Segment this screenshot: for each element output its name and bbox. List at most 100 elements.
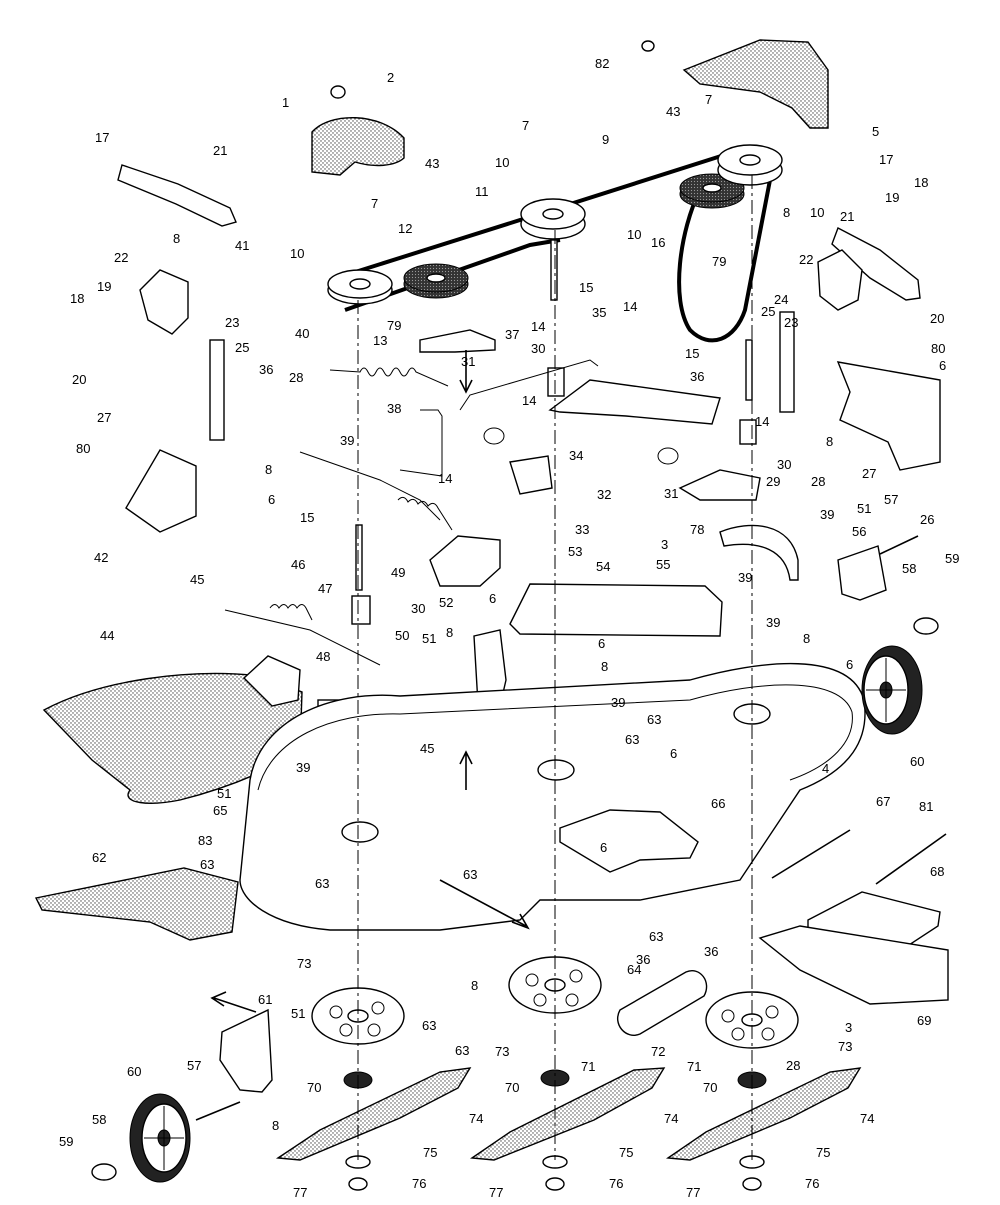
part-label: 25 — [761, 304, 775, 319]
arrow-left-icon — [210, 991, 257, 1013]
part-label: 14 — [623, 299, 637, 314]
part-label: 77 — [489, 1185, 503, 1200]
part-label: 48 — [316, 649, 330, 664]
spacer-30-center — [547, 367, 565, 397]
part-label: 10 — [290, 246, 304, 261]
idler-arm-13 — [419, 329, 496, 353]
part-label: 73 — [495, 1044, 509, 1059]
plate-22-right — [817, 249, 863, 311]
part-label: 55 — [656, 557, 670, 572]
part-label: 61 — [258, 992, 272, 1007]
bar-25-left — [209, 339, 225, 441]
part-label: 54 — [596, 559, 610, 574]
part-label: 36 — [259, 362, 273, 377]
part-label: 6 — [939, 358, 946, 373]
arrow-up-icon — [459, 750, 473, 790]
part-label: 19 — [885, 190, 899, 205]
part-label: 76 — [609, 1176, 623, 1191]
part-label: 14 — [438, 471, 452, 486]
part-label: 27 — [862, 466, 876, 481]
part-label: 10 — [495, 155, 509, 170]
part-label: 70 — [307, 1080, 321, 1095]
part-label: 63 — [625, 732, 639, 747]
bracket-56 — [837, 545, 887, 601]
part-label: 32 — [597, 487, 611, 502]
bracket-42-left — [125, 449, 197, 533]
spacer-30-right — [739, 419, 757, 445]
part-label: 1 — [282, 95, 289, 110]
part-label: 24 — [774, 292, 788, 307]
part-label: 39 — [738, 570, 752, 585]
mower-deck-83 — [239, 662, 866, 931]
spindle-15-left — [355, 524, 363, 591]
washer-59-right — [913, 617, 939, 635]
part-label: 82 — [595, 56, 609, 71]
part-label: 44 — [100, 628, 114, 643]
spindle-15-center — [550, 239, 558, 301]
rod-38 — [399, 409, 443, 477]
deck-top-rim — [257, 684, 853, 791]
idler-pulley-12 — [403, 263, 469, 299]
part-labels: 2 1 82 5 7 43 9 7 17 21 43 10 11 10 16 1… — [59, 56, 959, 1200]
part-label: 14 — [531, 319, 545, 334]
bracket-61 — [219, 1008, 273, 1093]
part-label: 6 — [846, 657, 853, 672]
part-label: 63 — [455, 1043, 469, 1058]
part-label: 5 — [872, 124, 879, 139]
spindle-hole-left — [341, 821, 379, 843]
part-label: 28 — [289, 370, 303, 385]
part-label: 21 — [213, 143, 227, 158]
part-label: 43 — [666, 104, 680, 119]
bar-25-right — [779, 311, 795, 413]
part-label: 14 — [755, 414, 769, 429]
part-label: 8 — [173, 231, 180, 246]
part-label: 56 — [852, 524, 866, 539]
part-label: 17 — [879, 152, 893, 167]
part-label: 75 — [816, 1145, 830, 1160]
part-label: 51 — [857, 501, 871, 516]
wheel-60-left — [129, 1093, 191, 1183]
part-label: 6 — [489, 591, 496, 606]
nut-76-center — [545, 1177, 565, 1191]
part-label: 12 — [398, 221, 412, 236]
bracket-33 — [509, 455, 553, 495]
part-label: 10 — [810, 205, 824, 220]
part-label: 42 — [94, 550, 108, 565]
part-label: 33 — [575, 522, 589, 537]
part-label: 62 — [92, 850, 106, 865]
washer-59-left — [91, 1163, 117, 1181]
part-label: 2 — [387, 70, 394, 85]
screw-82 — [641, 40, 655, 52]
cylinder-72 — [617, 970, 708, 1036]
bracket-66 — [559, 809, 699, 873]
part-label: 79 — [712, 254, 726, 269]
part-label: 13 — [373, 333, 387, 348]
part-label: 63 — [200, 857, 214, 872]
part-label: 18 — [914, 175, 928, 190]
part-label: 20 — [930, 311, 944, 326]
part-label: 37 — [505, 327, 519, 342]
part-label: 79 — [387, 318, 401, 333]
axle-57-right — [879, 535, 919, 555]
part-label: 71 — [687, 1059, 701, 1074]
part-label: 15 — [579, 280, 593, 295]
part-label: 31 — [664, 486, 678, 501]
spindle-15-right — [745, 339, 753, 401]
part-label: 72 — [651, 1044, 665, 1059]
part-label: 67 — [876, 794, 890, 809]
part-label: 47 — [318, 581, 332, 596]
part-label: 64 — [627, 962, 641, 977]
drive-belt-16 — [677, 179, 772, 343]
part-label: 4 — [822, 761, 829, 776]
bracket-78 — [719, 524, 799, 581]
spring-40 — [329, 367, 449, 387]
part-label: 51 — [291, 1006, 305, 1021]
part-label: 30 — [777, 457, 791, 472]
chute-hinge — [242, 655, 301, 707]
part-label: 70 — [703, 1080, 717, 1095]
part-label: 14 — [522, 393, 536, 408]
part-label: 60 — [910, 754, 924, 769]
part-label: 22 — [114, 250, 128, 265]
part-label: 46 — [291, 557, 305, 572]
part-label: 6 — [670, 746, 677, 761]
